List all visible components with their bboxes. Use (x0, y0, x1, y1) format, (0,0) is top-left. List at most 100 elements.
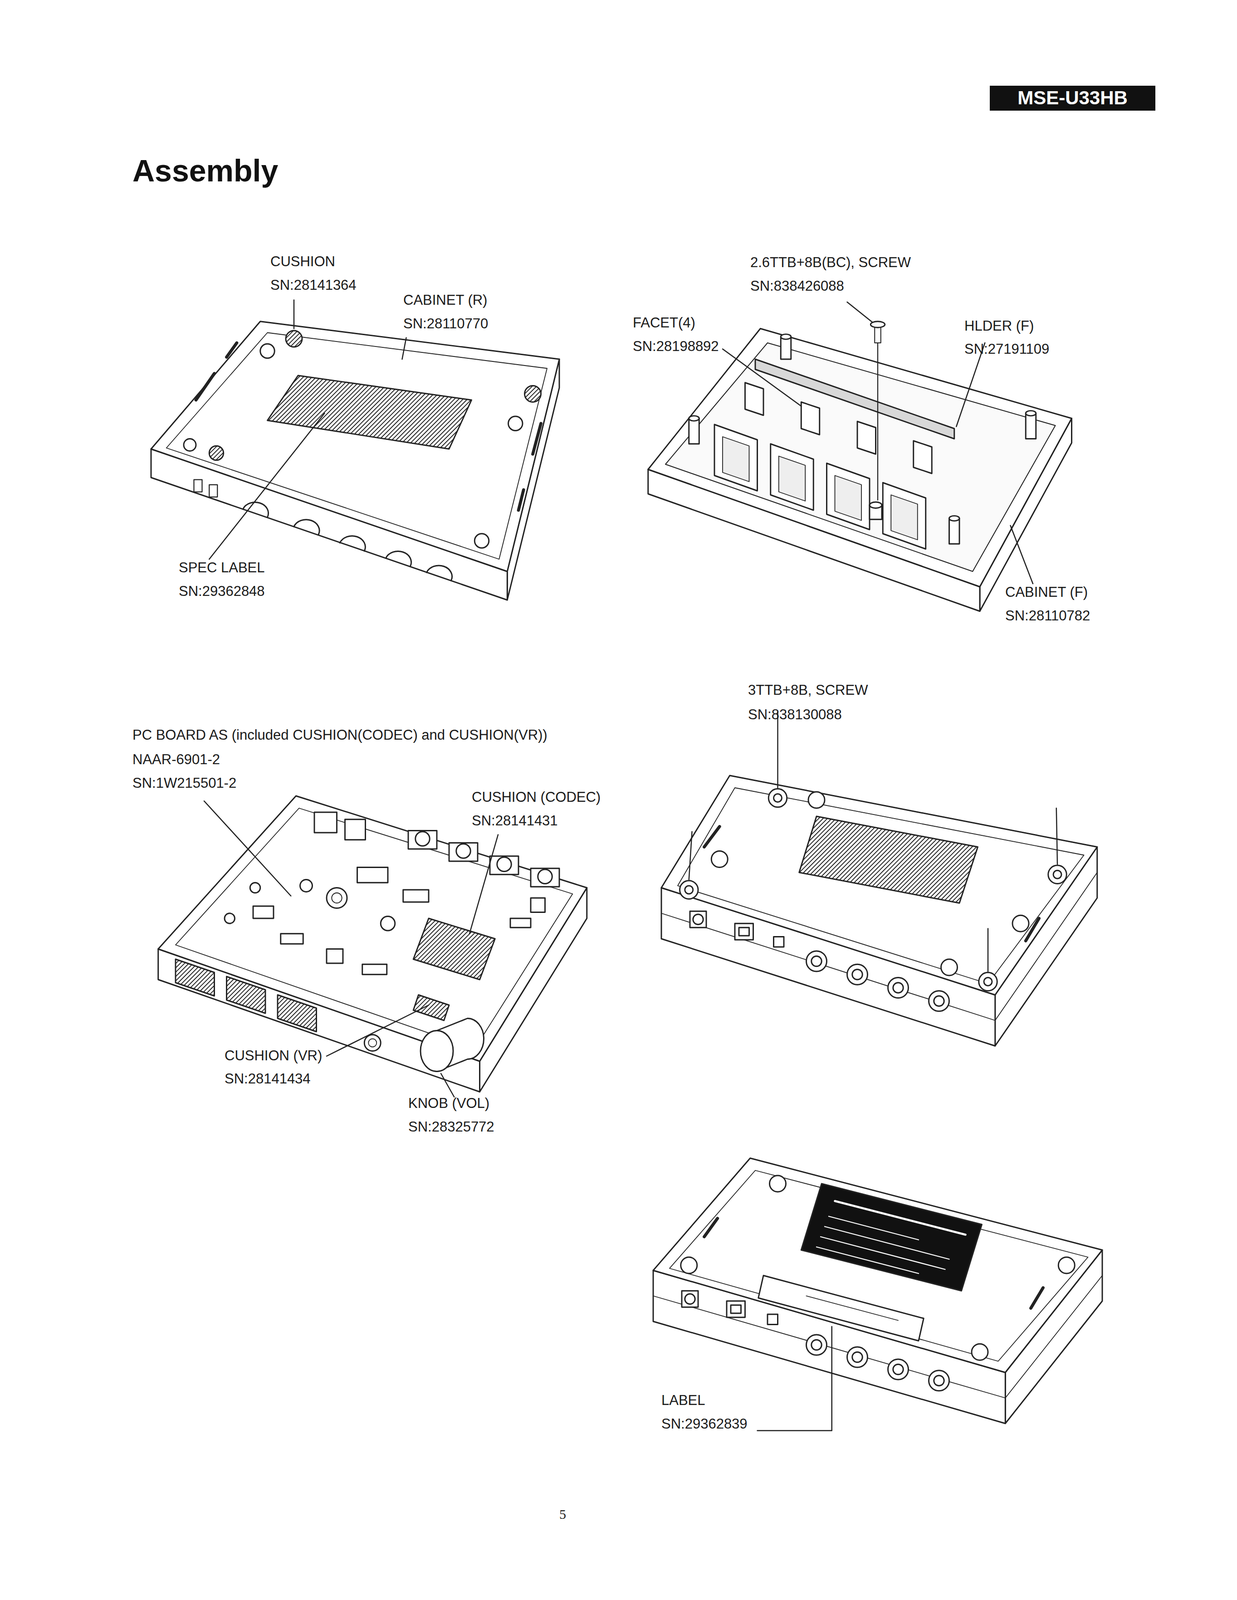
illustration-line (757, 1326, 832, 1432)
model-name: MSE-U33HB (1017, 87, 1128, 109)
illustration-line (440, 1073, 455, 1098)
illustration-line (722, 349, 802, 407)
page-number: 5 (559, 1506, 567, 1523)
illustration-line (537, 869, 553, 885)
illustration-line (226, 342, 238, 358)
illustration-line (293, 300, 295, 329)
part-name: 3TTB+8B, SCREW (748, 682, 868, 699)
illustration-line (166, 332, 548, 560)
illustration-line (402, 337, 407, 360)
illustration-line (928, 1370, 950, 1392)
illustration-line (195, 373, 215, 401)
part-number: SN:28110782 (1005, 607, 1091, 625)
illustration-line (677, 787, 1085, 984)
part-number: SN:29362848 (178, 583, 265, 600)
part-number: SN:28110770 (403, 315, 489, 333)
part-name: LABEL (661, 1392, 706, 1409)
illustration-line (364, 1035, 381, 1052)
illustration-line (857, 421, 876, 455)
illustration-line (738, 927, 750, 936)
illustration-line (835, 1201, 966, 1235)
illustration-line (224, 913, 235, 925)
illustration-line (249, 882, 261, 894)
illustration-line (204, 801, 291, 896)
illustration-line (1012, 915, 1029, 932)
illustration-line (209, 413, 325, 560)
illustration-line (777, 712, 778, 789)
illustration-line (767, 1314, 778, 1326)
illustration-line (890, 494, 918, 540)
part-name: SPEC LABEL (178, 559, 265, 577)
illustration-line (357, 867, 389, 884)
part-name: CUSHION (VR) (224, 1047, 323, 1065)
illustration-line (755, 359, 955, 440)
illustration-line (267, 375, 472, 450)
illustration-line (987, 928, 989, 973)
illustration-line (665, 342, 1056, 572)
illustration-line (277, 995, 317, 1032)
part-name: PC BOARD AS (included CUSHION(CODEC) and… (132, 727, 548, 744)
illustration-line (293, 519, 320, 535)
illustration-line (806, 1296, 899, 1321)
illustration-line (661, 872, 1098, 1021)
illustration-line (426, 565, 453, 581)
illustration-line (714, 424, 758, 491)
illustration-line (469, 835, 499, 934)
illustration-line (1048, 865, 1067, 885)
illustration-line (847, 964, 868, 985)
illustration-line (933, 996, 945, 1007)
illustration-line (888, 1359, 909, 1380)
illustration-line (326, 888, 348, 909)
cabinet-front-inside (648, 321, 1072, 612)
illustration-line (978, 972, 998, 992)
illustration-line (768, 788, 788, 808)
illustration-line (847, 1347, 868, 1368)
illustration-line (689, 415, 700, 421)
part-number: SN:28325772 (408, 1119, 495, 1136)
labelled-bottom-view (653, 1158, 1103, 1424)
illustration-line (339, 536, 366, 552)
illustration-line (689, 831, 693, 881)
illustration-line (209, 484, 218, 498)
page-title: Assembly (132, 152, 279, 189)
illustration-line (811, 956, 822, 967)
illustration-line (175, 959, 215, 997)
illustration-line (510, 918, 531, 928)
illustration-line (983, 977, 993, 987)
illustration-line (243, 502, 269, 518)
illustration-line (158, 796, 587, 1062)
illustration-line (689, 418, 700, 445)
illustration-line (778, 456, 806, 502)
illustration-line (852, 969, 863, 981)
illustration-line (780, 334, 792, 340)
illustration-line (661, 775, 1098, 996)
part-name: CABINET (R) (403, 292, 488, 309)
part-number: SN:28141431 (471, 812, 558, 830)
illustration-line (773, 937, 785, 948)
part-number: SN:28198892 (632, 338, 719, 355)
illustration-line (758, 1276, 925, 1342)
illustration-line (816, 1247, 919, 1275)
illustration-line (689, 911, 707, 928)
illustration-line (183, 439, 196, 452)
illustration-line (1031, 1288, 1044, 1309)
illustration-line (380, 916, 396, 932)
illustration-line (209, 445, 224, 461)
illustration-line (669, 1170, 1089, 1362)
illustration-line (489, 856, 519, 876)
part-number: SN:838130088 (748, 706, 842, 724)
part-name: FACET(4) (632, 314, 696, 332)
illustration-line (806, 951, 827, 972)
illustration-line (734, 923, 754, 940)
illustration-line (928, 991, 950, 1012)
illustration-line (808, 792, 825, 809)
illustration-line (730, 1305, 742, 1314)
part-number: SN:27191109 (964, 341, 1050, 358)
pc-board-view (158, 796, 587, 1093)
part-name: CABINET (F) (1005, 584, 1088, 601)
illustration-line (253, 906, 274, 919)
illustration-line (1053, 870, 1062, 879)
illustration-line (194, 479, 203, 493)
illustration-line (684, 1294, 696, 1305)
illustration-line (456, 844, 471, 859)
